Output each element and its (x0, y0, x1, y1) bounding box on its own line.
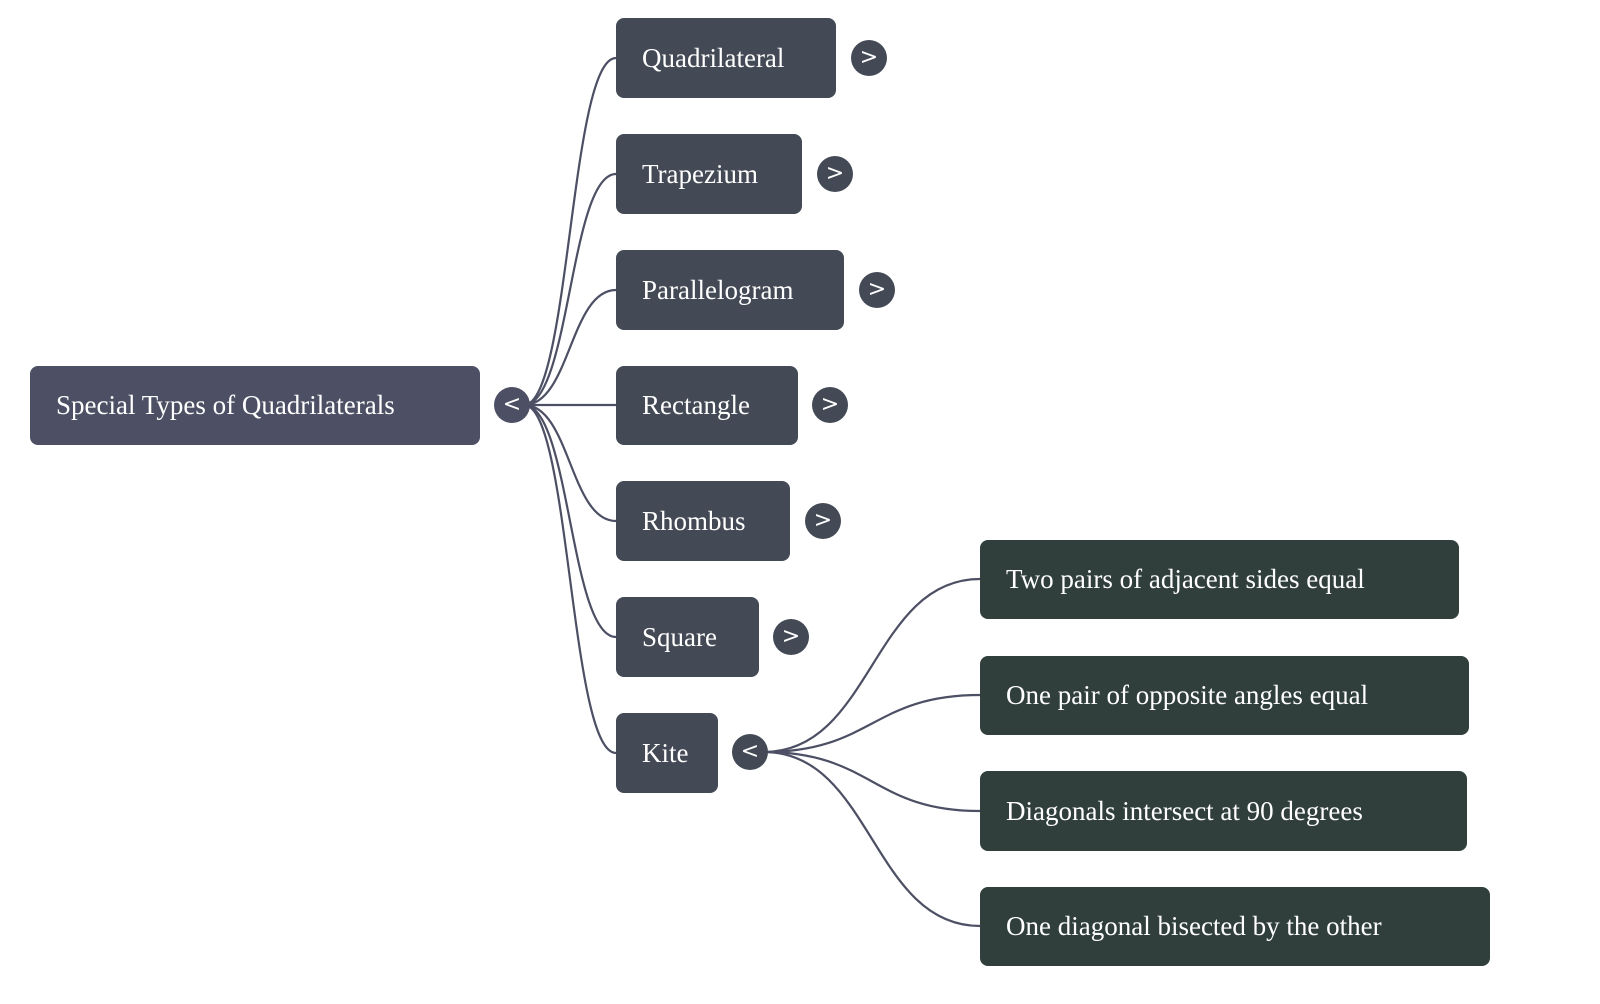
node-label: Trapezium (642, 158, 758, 189)
leaf-diagonals-90[interactable]: Diagonals intersect at 90 degrees (980, 771, 1467, 851)
link-kite-leaf-0 (763, 577, 981, 754)
expand-toggle-trapezium[interactable]: > (817, 156, 853, 192)
link-kite-leaf-1 (763, 693, 981, 754)
link-root-child-5 (523, 403, 617, 639)
node-label: Parallelogram (642, 274, 794, 305)
link-kite-leaf-2 (763, 750, 981, 813)
node-label: Kite (642, 737, 689, 768)
expand-toggle-rhombus[interactable]: > (805, 503, 841, 539)
node-label: Square (642, 621, 717, 652)
collapse-toggle-kite[interactable]: < (732, 734, 768, 770)
node-kite[interactable]: Kite (616, 713, 718, 793)
link-root-child-1 (523, 172, 617, 407)
node-square[interactable]: Square (616, 597, 759, 677)
node-quadrilateral[interactable]: Quadrilateral (616, 18, 836, 98)
expand-toggle-quadrilateral[interactable]: > (851, 40, 887, 76)
leaf-adjacent-sides[interactable]: Two pairs of adjacent sides equal (980, 540, 1459, 619)
root-label: Special Types of Quadrilaterals (56, 390, 395, 420)
node-rectangle[interactable]: Rectangle (616, 366, 798, 445)
link-kite-leaf-3 (763, 750, 981, 928)
expand-toggle-parallelogram[interactable]: > (859, 272, 895, 308)
link-root-child-0 (523, 56, 617, 407)
expand-toggle-rectangle[interactable]: > (812, 387, 848, 423)
leaf-label: One diagonal bisected by the other (1006, 911, 1382, 941)
leaf-label: One pair of opposite angles equal (1006, 680, 1369, 710)
node-parallelogram[interactable]: Parallelogram (616, 250, 844, 330)
node-label: Rectangle (642, 390, 750, 420)
expand-toggle-square[interactable]: > (773, 619, 809, 655)
root-collapse-toggle[interactable]: < (494, 387, 530, 423)
node-rhombus[interactable]: Rhombus (616, 481, 790, 561)
link-root-child-4 (523, 403, 617, 523)
root-node[interactable]: Special Types of Quadrilaterals (30, 366, 480, 445)
node-label: Rhombus (642, 505, 746, 536)
node-trapezium[interactable]: Trapezium (616, 134, 802, 214)
leaf-label: Two pairs of adjacent sides equal (1006, 564, 1365, 594)
node-label: Quadrilateral (642, 42, 785, 73)
link-root-child-2 (523, 288, 617, 407)
leaf-label: Diagonals intersect at 90 degrees (1006, 795, 1363, 826)
leaf-diagonal-bisected[interactable]: One diagonal bisected by the other (980, 887, 1490, 966)
link-root-child-6 (523, 403, 617, 755)
leaf-opposite-angles[interactable]: One pair of opposite angles equal (980, 656, 1469, 735)
